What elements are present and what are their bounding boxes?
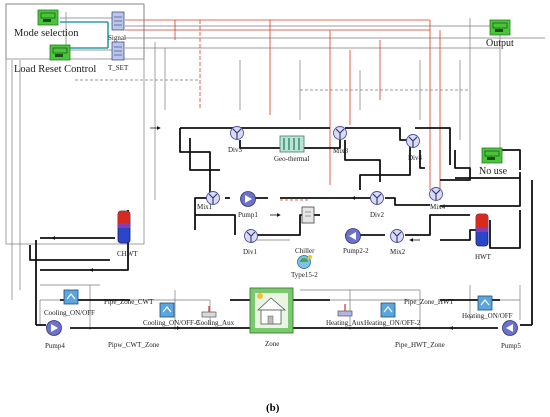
div4-valve[interactable] [406,134,420,148]
div3-label: Div3 [228,146,243,154]
div2-label: Div2 [370,211,385,219]
buffer-block[interactable] [301,206,315,224]
cooling-on-off-label: Cooling_ON/OFF [44,309,95,317]
chwt-tank[interactable] [117,210,131,244]
t-set-label: T_SET [108,64,129,72]
chwt-label: CHWT [117,250,138,258]
cooling-on-off-3-controller[interactable] [159,302,175,318]
hwt-tank[interactable] [475,213,489,247]
output-label: Output [486,38,514,49]
control-lines [125,19,441,201]
geo-thermal-unit[interactable] [279,135,305,153]
cooling-aux-label: Cooling_Aux [196,319,235,327]
signal-label: Signal [108,34,126,42]
pipe-network [29,127,533,329]
heating-on-off-label: Heating_ON/OFF [462,312,513,320]
mix4-valve[interactable] [429,187,443,201]
pump4[interactable] [46,320,62,336]
hwt-label: HWT [475,253,492,261]
pump5[interactable] [502,320,518,336]
chiller-label: Chiller [295,247,315,255]
pump2-2[interactable] [345,228,361,244]
signal-lines [5,3,545,330]
pipe-hwt-zone-label: Pipe_HWT_Zone [395,341,445,349]
heating-aux-label: Heating_Aux [326,319,364,327]
mode-selection-controller[interactable] [37,9,59,26]
geo-thermal-label: Geo-thermal [274,155,309,163]
pump5-label: Pump5 [501,342,521,350]
no-use-controller[interactable] [481,147,503,164]
no-use-label: No use [479,166,508,177]
pipe-zone-cwt-label: Pipe_Zone_CWT [104,298,154,306]
heating-aux-heater[interactable] [337,304,353,317]
div4-label: Div4 [408,154,423,162]
pipe-zone-hwt-label: Pipe_Zone_HWT [404,298,454,306]
mix3-valve[interactable] [333,126,347,140]
pipw-cwt-zone-label: Pipw_CWT_Zone [108,341,159,349]
mix2-label: Mix2 [390,248,406,256]
pump2-2-label: Pump2-2 [343,247,369,255]
load-reset-controller[interactable] [49,44,71,61]
cooling-aux-heater[interactable] [201,306,217,318]
mix3-label: Mix3 [333,147,349,155]
heating-on-off-2-controller[interactable] [380,302,396,318]
cooling-on-off-3-label: Cooling_ON/OFF-3 [143,319,200,327]
flow-arrows [51,126,460,330]
mode-selection-label: Mode selection [14,28,79,39]
mix2-valve[interactable] [390,229,404,243]
heating-on-off-2-label: Heating_ON/OFF-2 [364,319,421,327]
mix1-valve[interactable] [206,191,220,205]
zone-building[interactable] [249,287,294,334]
figure-caption: (b) [266,402,280,414]
div1-valve[interactable] [244,229,258,243]
pump1-label: Pump1 [238,211,258,219]
div2-valve[interactable] [370,191,384,205]
mix4-label: Mix4 [430,203,446,211]
type15-2-label: Type15-2 [291,271,318,279]
t-set-block[interactable] [111,41,125,61]
signal-block[interactable] [111,11,125,31]
pump1[interactable] [240,191,256,207]
mix1-label: Mix1 [197,203,213,211]
zone-label: Zone [265,340,279,348]
load-reset-control-label: Load Reset Control [14,64,96,75]
pump4-label: Pump4 [45,342,65,350]
output-controller[interactable] [489,19,511,36]
div3-valve[interactable] [230,126,244,140]
div1-label: Div1 [243,248,258,256]
chiller-unit[interactable] [297,255,313,269]
heating-on-off-controller[interactable] [477,295,493,311]
cooling-on-off-controller[interactable] [63,289,79,305]
